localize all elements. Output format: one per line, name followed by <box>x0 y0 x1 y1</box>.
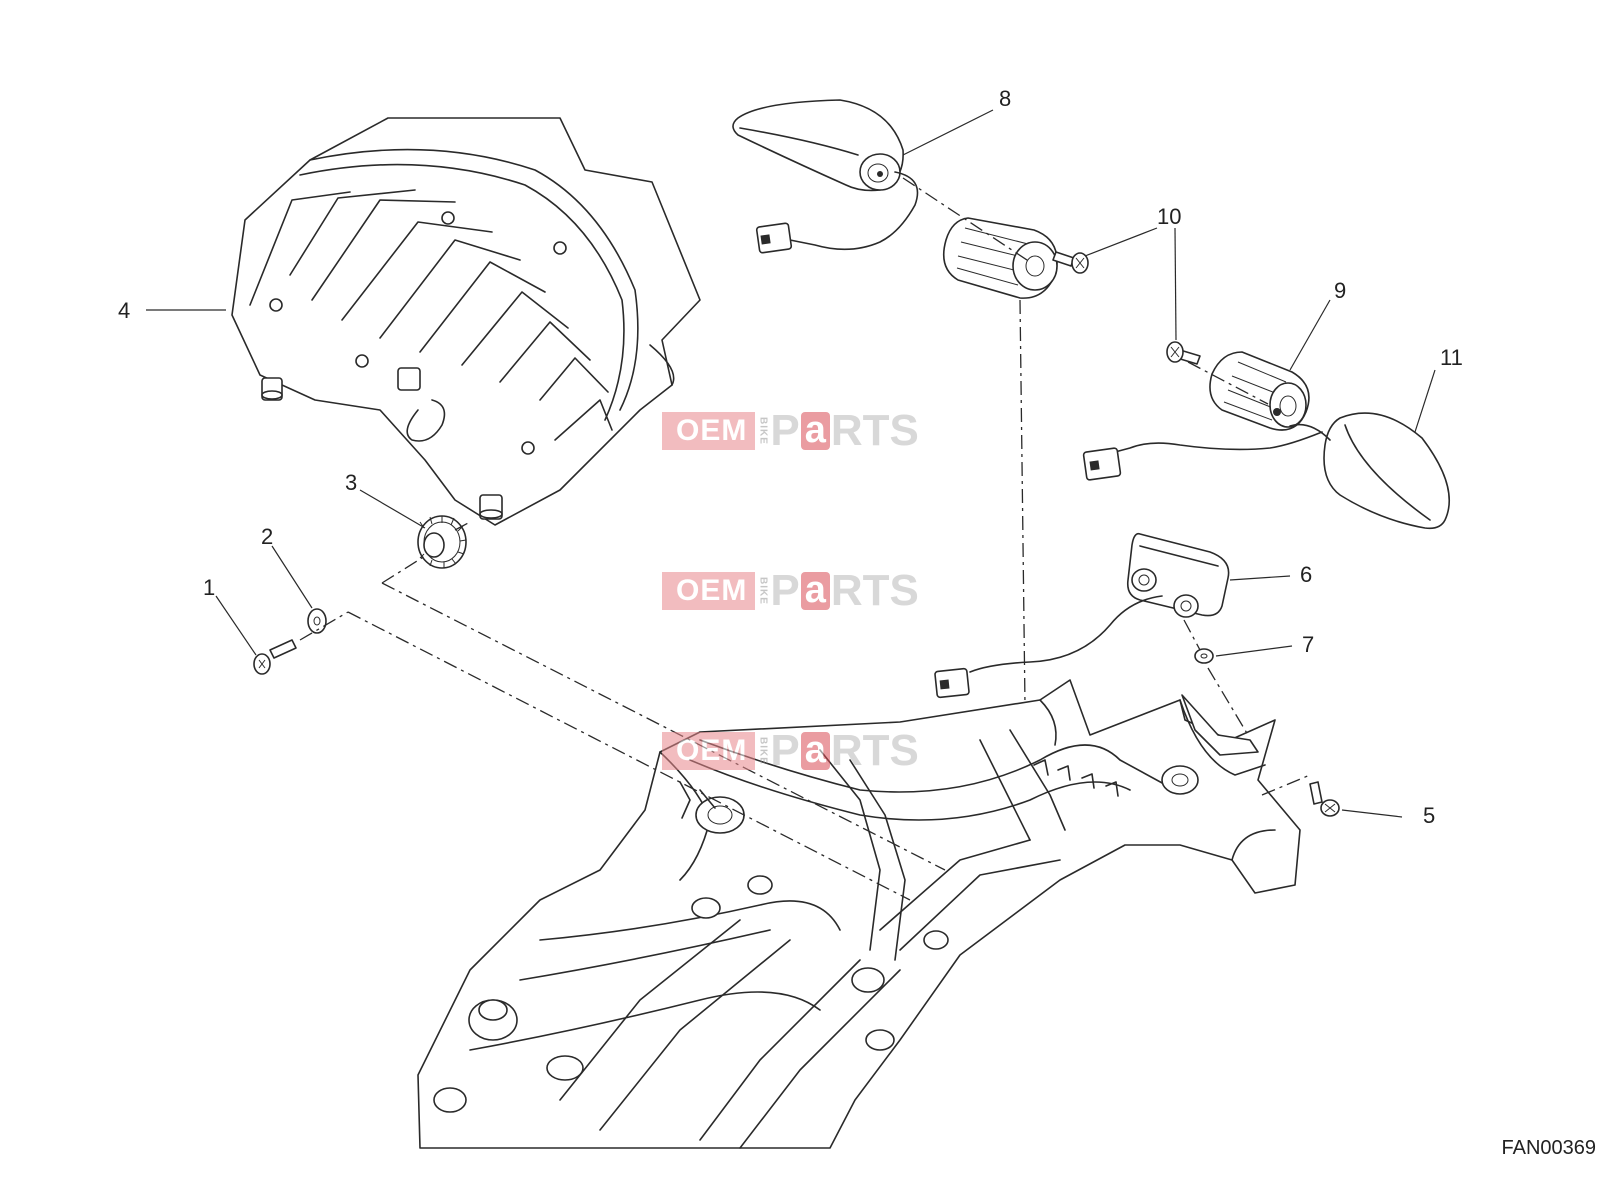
screw-part-10-b <box>1166 341 1201 365</box>
watermark-oem: OEM <box>662 572 756 610</box>
indicator-mount-right-part-9 <box>1209 351 1310 431</box>
callout-6: 6 <box>1300 562 1313 587</box>
turn-indicator-right-part-11 <box>1082 412 1451 530</box>
watermark-a: a <box>800 571 830 610</box>
callout-9: 9 <box>1334 278 1347 303</box>
turn-indicator-left-part-8 <box>732 99 919 254</box>
callout-4: 4 <box>118 298 131 323</box>
callout-7: 7 <box>1302 632 1315 657</box>
grommet-part-3 <box>417 515 467 569</box>
watermark-logo: OEM BIKE P a RTS <box>662 406 919 455</box>
watermark-bike: BIKE <box>757 577 769 605</box>
watermark-oem: OEM <box>662 732 756 770</box>
watermark-rts: RTS <box>830 566 919 615</box>
callout-11: 11 <box>1440 345 1463 370</box>
callout-leaders <box>146 109 1436 818</box>
plate-light-part-6 <box>934 532 1230 699</box>
screw-part-1 <box>253 639 297 675</box>
callout-1: 1 <box>203 575 216 600</box>
watermark-rts: RTS <box>830 406 919 455</box>
callout-5: 5 <box>1423 803 1436 828</box>
screw-part-5 <box>1309 781 1340 817</box>
watermark-bike: BIKE <box>757 737 769 765</box>
watermark-logo: OEM BIKE P a RTS <box>662 566 919 615</box>
watermark-oem: OEM <box>662 412 756 450</box>
washer-part-2 <box>307 608 327 634</box>
watermark-rts: RTS <box>830 726 919 775</box>
assembly-lines <box>299 177 1311 901</box>
rear-subframe <box>417 679 1301 1149</box>
watermark-a: a <box>800 411 830 450</box>
callout-10: 10 <box>1157 204 1182 229</box>
tail-light-assembly <box>231 117 701 526</box>
drawing-reference-code: FAN00369 <box>1501 1137 1596 1159</box>
watermark-p: P <box>770 726 800 775</box>
watermark-logo: OEM BIKE P a RTS <box>662 726 919 775</box>
indicator-mount-left <box>942 217 1058 299</box>
watermark-a: a <box>800 731 830 770</box>
washer-part-7 <box>1194 648 1214 664</box>
callout-8: 8 <box>999 86 1012 111</box>
screw-part-10-a <box>1052 251 1089 274</box>
watermark-p: P <box>770 406 800 455</box>
callout-3: 3 <box>345 470 358 495</box>
watermark-bike: BIKE <box>757 417 769 445</box>
callout-2: 2 <box>261 524 274 549</box>
watermark-p: P <box>770 566 800 615</box>
